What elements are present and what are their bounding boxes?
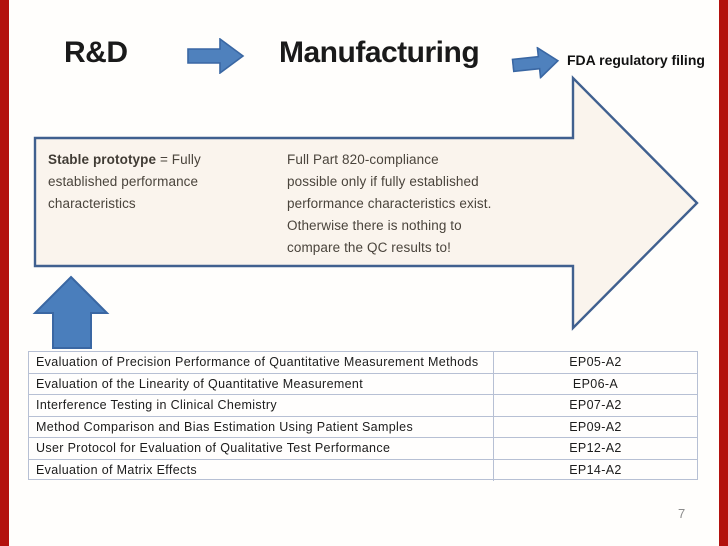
note-line: characteristics [48,196,136,211]
manufacturing-title: Manufacturing [279,36,480,69]
document-code-cell: EP05-A2 [569,355,622,370]
document-title-cell: Evaluation of Precision Performance of Q… [29,352,494,373]
document-code-cell: EP12-A2 [569,441,622,456]
note-line: possible only if fully established [287,174,479,189]
page-number: 7 [678,506,686,521]
note-line: Otherwise there is nothing to [287,218,462,233]
document-code-cell: EP07-A2 [569,398,622,413]
note-line: established performance [48,174,199,189]
clsi-documents-table: Evaluation of Precision Performance of Q… [28,351,698,481]
document-title-cell: Evaluation of the Linearity of Quantitat… [29,373,494,394]
table-row: Evaluation of Matrix Effects EP14-A2 [29,459,697,481]
table-row: Evaluation of Precision Performance of Q… [29,352,697,374]
note-line: compare the QC results to! [287,240,451,255]
rd-title: R&D [64,36,128,69]
note-line: performance characteristics exist. [287,196,492,211]
table-row: Evaluation of the Linearity of Quantitat… [29,373,697,395]
document-code-cell: EP06-A [572,376,619,391]
note-bold-text: Stable prototype [48,152,157,167]
right-arrow-icon [511,46,560,80]
table-row: User Protocol for Evaluation of Qualitat… [29,438,697,460]
right-arrow-icon [187,38,245,74]
table-row: Method Comparison and Bias Estimation Us… [29,416,697,438]
fda-regulatory-filing-label: FDA regulatory filing [567,52,705,68]
document-code-cell: EP09-A2 [569,419,622,434]
document-title-cell: Interference Testing in Clinical Chemist… [29,395,494,416]
document-code-cell: EP14-A2 [569,463,622,478]
document-title-cell: Method Comparison and Bias Estimation Us… [29,416,494,437]
left-edge-red-bar [0,0,9,546]
document-title-cell: User Protocol for Evaluation of Qualitat… [29,438,494,459]
right-edge-red-bar [719,0,728,546]
part-820-note: Full Part 820-compliance possible only i… [287,149,557,259]
note-line: Stable prototype = Fully [48,152,201,167]
note-line: Full Part 820-compliance [287,152,439,167]
table-row: Interference Testing in Clinical Chemist… [29,395,697,417]
document-title-cell: Evaluation of Matrix Effects [29,459,494,481]
stable-prototype-note: Stable prototype = Fully established per… [48,149,278,215]
